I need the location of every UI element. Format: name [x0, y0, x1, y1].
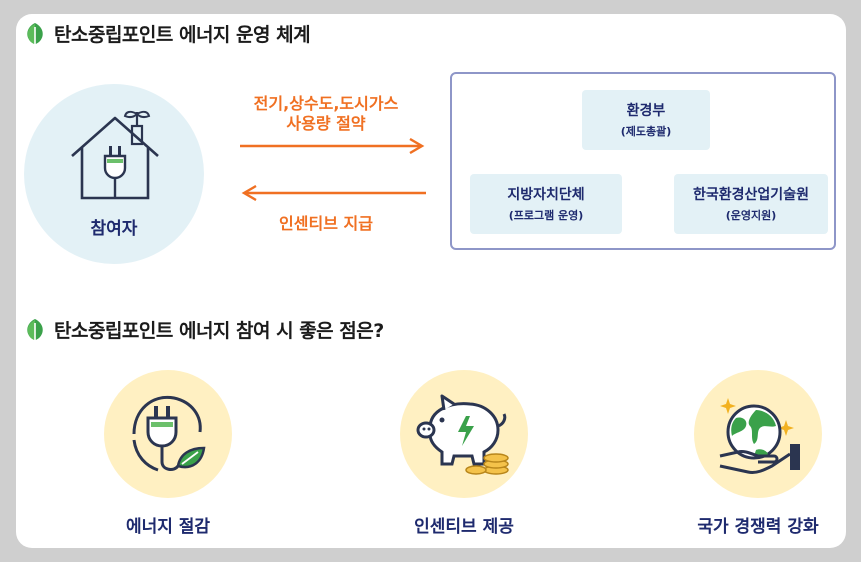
participant-circle: 참여자: [24, 84, 204, 264]
benefit-label: 인센티브 제공: [414, 517, 514, 537]
org-name: 지방자치단체: [507, 187, 585, 203]
org-ministry-of-environment: 환경부 (제도총괄): [582, 90, 710, 150]
org-name: 환경부: [626, 103, 666, 119]
benefit-energy-saving: 에너지 절감: [68, 370, 268, 537]
org-role: (프로그램 운영): [508, 209, 584, 222]
benefit-incentive: 인센티브 제공: [364, 370, 564, 537]
benefit-national-competitiveness: 국가 경쟁력 강화: [658, 370, 858, 537]
flow-to-government-line1: 전기,상수도,도시가스: [253, 94, 399, 113]
globe-hand-icon: [719, 398, 800, 474]
benefit-icon-circle: [104, 370, 232, 498]
arrow-left-icon: [241, 185, 426, 201]
org-keiti: 한국환경산업기술원 (운영지원): [674, 174, 828, 234]
benefits-section-title: 탄소중립포인트 에너지 참여 시 좋은 점은?: [24, 316, 384, 343]
benefit-label: 에너지 절감: [125, 517, 211, 537]
benefit-icon-circle: [400, 370, 528, 498]
org-name: 한국환경산업기술원: [693, 187, 809, 203]
system-section-title: 탄소중립포인트 에너지 운영 체계: [24, 20, 311, 47]
flow-to-government-text: 전기,상수도,도시가스 사용량 절약: [226, 94, 426, 134]
org-role: (제도총괄): [620, 125, 672, 138]
piggy-bank-icon: [416, 394, 509, 475]
org-role: (운영지원): [725, 209, 777, 222]
flow-to-participant-text: 인센티브 지급: [279, 214, 373, 233]
benefit-icon-circle: [694, 370, 822, 498]
house-plug-icon: [71, 110, 159, 200]
org-local-government: 지방자치단체 (프로그램 운영): [470, 174, 622, 234]
leaf-icon: [27, 22, 43, 45]
plug-leaf-icon: [132, 395, 206, 472]
organization-box: 환경부 (제도총괄) 지방자치단체 (프로그램 운영) 한국환경산업기술원 (운…: [450, 72, 836, 250]
benefit-label: 국가 경쟁력 강화: [697, 517, 819, 537]
arrow-right-icon: [240, 138, 425, 154]
content-card: 탄소중립포인트 에너지 운영 체계 참여자 전기,상수도,도시가스 사용량 절약: [16, 14, 846, 548]
system-section-title-text: 탄소중립포인트 에너지 운영 체계: [54, 24, 311, 46]
participant-label: 참여자: [90, 219, 138, 239]
flow-to-government-line2: 사용량 절약: [286, 114, 366, 133]
leaf-icon: [27, 318, 43, 341]
benefits-section-title-text: 탄소중립포인트 에너지 참여 시 좋은 점은?: [54, 320, 384, 342]
